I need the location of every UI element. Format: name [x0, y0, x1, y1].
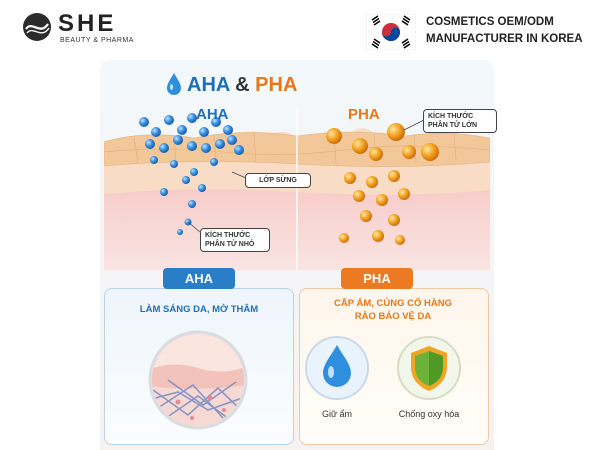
antioxidant-label: Chống oxy hóa: [398, 409, 460, 419]
skin-layers-illustration: [104, 110, 490, 270]
title-aha: AHA: [187, 74, 230, 96]
moisturize-label: Giữ ẩm: [321, 409, 353, 419]
large-molecule-callout: KÍCH THƯỚC PHÂN TỬ LỚN: [423, 109, 497, 133]
she-logo-icon: [23, 13, 51, 41]
aha-benefit-title: LÀM SÁNG DA, MỜ THÂM: [139, 304, 259, 315]
water-drop-icon: [167, 73, 181, 95]
brand-tagline: BEAUTY & PHARMA: [60, 37, 134, 44]
callout-line-2: PHÂN TỬ LỚN: [428, 122, 478, 129]
pha-benefit-title-line-2: RÀO BẢO VỆ DA: [354, 311, 432, 322]
small-molecule-callout: KÍCH THƯỚC PHÂN TỬ NHỎ: [200, 228, 270, 252]
moisture-drop-icon: [305, 336, 369, 400]
title-pha: PHA: [255, 74, 298, 96]
infographic-title: AHA & PHA: [187, 74, 297, 97]
maker-line-1: COSMETICS OEM/ODM: [426, 16, 554, 28]
shield-icon: [397, 336, 461, 400]
aha-label: AHA: [196, 106, 229, 123]
stratum-corneum-callout: LỚP SỪNG: [245, 173, 311, 188]
pha-benefit-title-line-1: CẤP ẨM, CỦNG CỐ HÀNG: [333, 298, 453, 309]
brand-name: SHE: [58, 10, 117, 37]
title-amp: &: [235, 74, 250, 96]
skin-texture-icon: [148, 330, 248, 430]
pha-tab-label: PHA: [341, 268, 413, 289]
callout-line-2: PHÂN TỬ NHỎ: [205, 241, 255, 248]
maker-line-2: MANUFACTURER IN KOREA: [426, 33, 583, 45]
callout-line-1: KÍCH THƯỚC: [428, 113, 474, 120]
pha-label: PHA: [348, 106, 380, 123]
callout-line-1: KÍCH THƯỚC: [205, 232, 251, 239]
aha-tab-label: AHA: [163, 268, 235, 289]
korea-flag-icon: [366, 14, 416, 50]
